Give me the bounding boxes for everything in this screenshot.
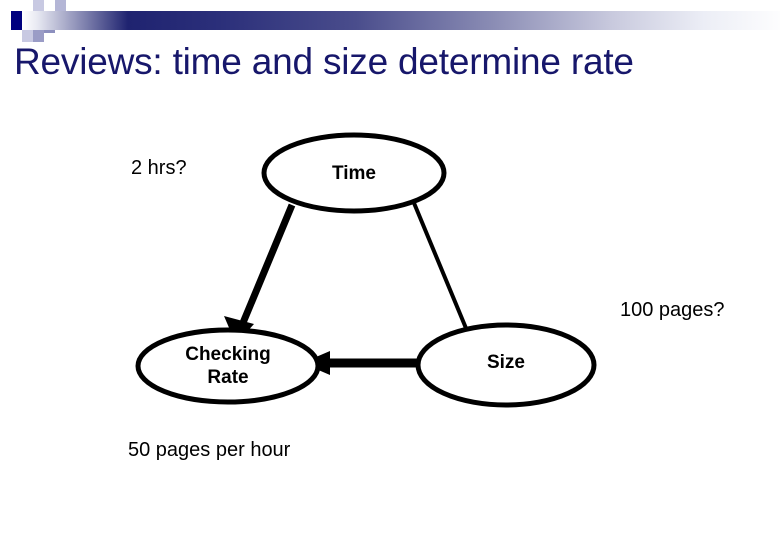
- edge-time-to-checking-rate: [236, 203, 296, 332]
- deco-square-10: [33, 30, 44, 42]
- header-decoration: [0, 0, 780, 42]
- header-gradient-bar: [22, 11, 780, 30]
- deco-square-5: [55, 0, 66, 11]
- edge-time-to-size: [412, 202, 470, 334]
- annotation-time-value: 2 hrs?: [131, 157, 187, 179]
- node-size[interactable]: [415, 322, 597, 408]
- annotation-rate-value: 50 pages per hour: [128, 439, 291, 461]
- page-title: Reviews: time and size determine rate: [14, 41, 634, 82]
- deco-square-3: [33, 0, 44, 11]
- node-checking-rate[interactable]: [135, 327, 321, 405]
- deco-square-2: [44, 0, 55, 11]
- node-time[interactable]: [261, 132, 447, 214]
- deco-square-9: [22, 30, 33, 42]
- deco-square-11: [0, 0, 11, 11]
- annotation-size-value: 100 pages?: [620, 299, 725, 321]
